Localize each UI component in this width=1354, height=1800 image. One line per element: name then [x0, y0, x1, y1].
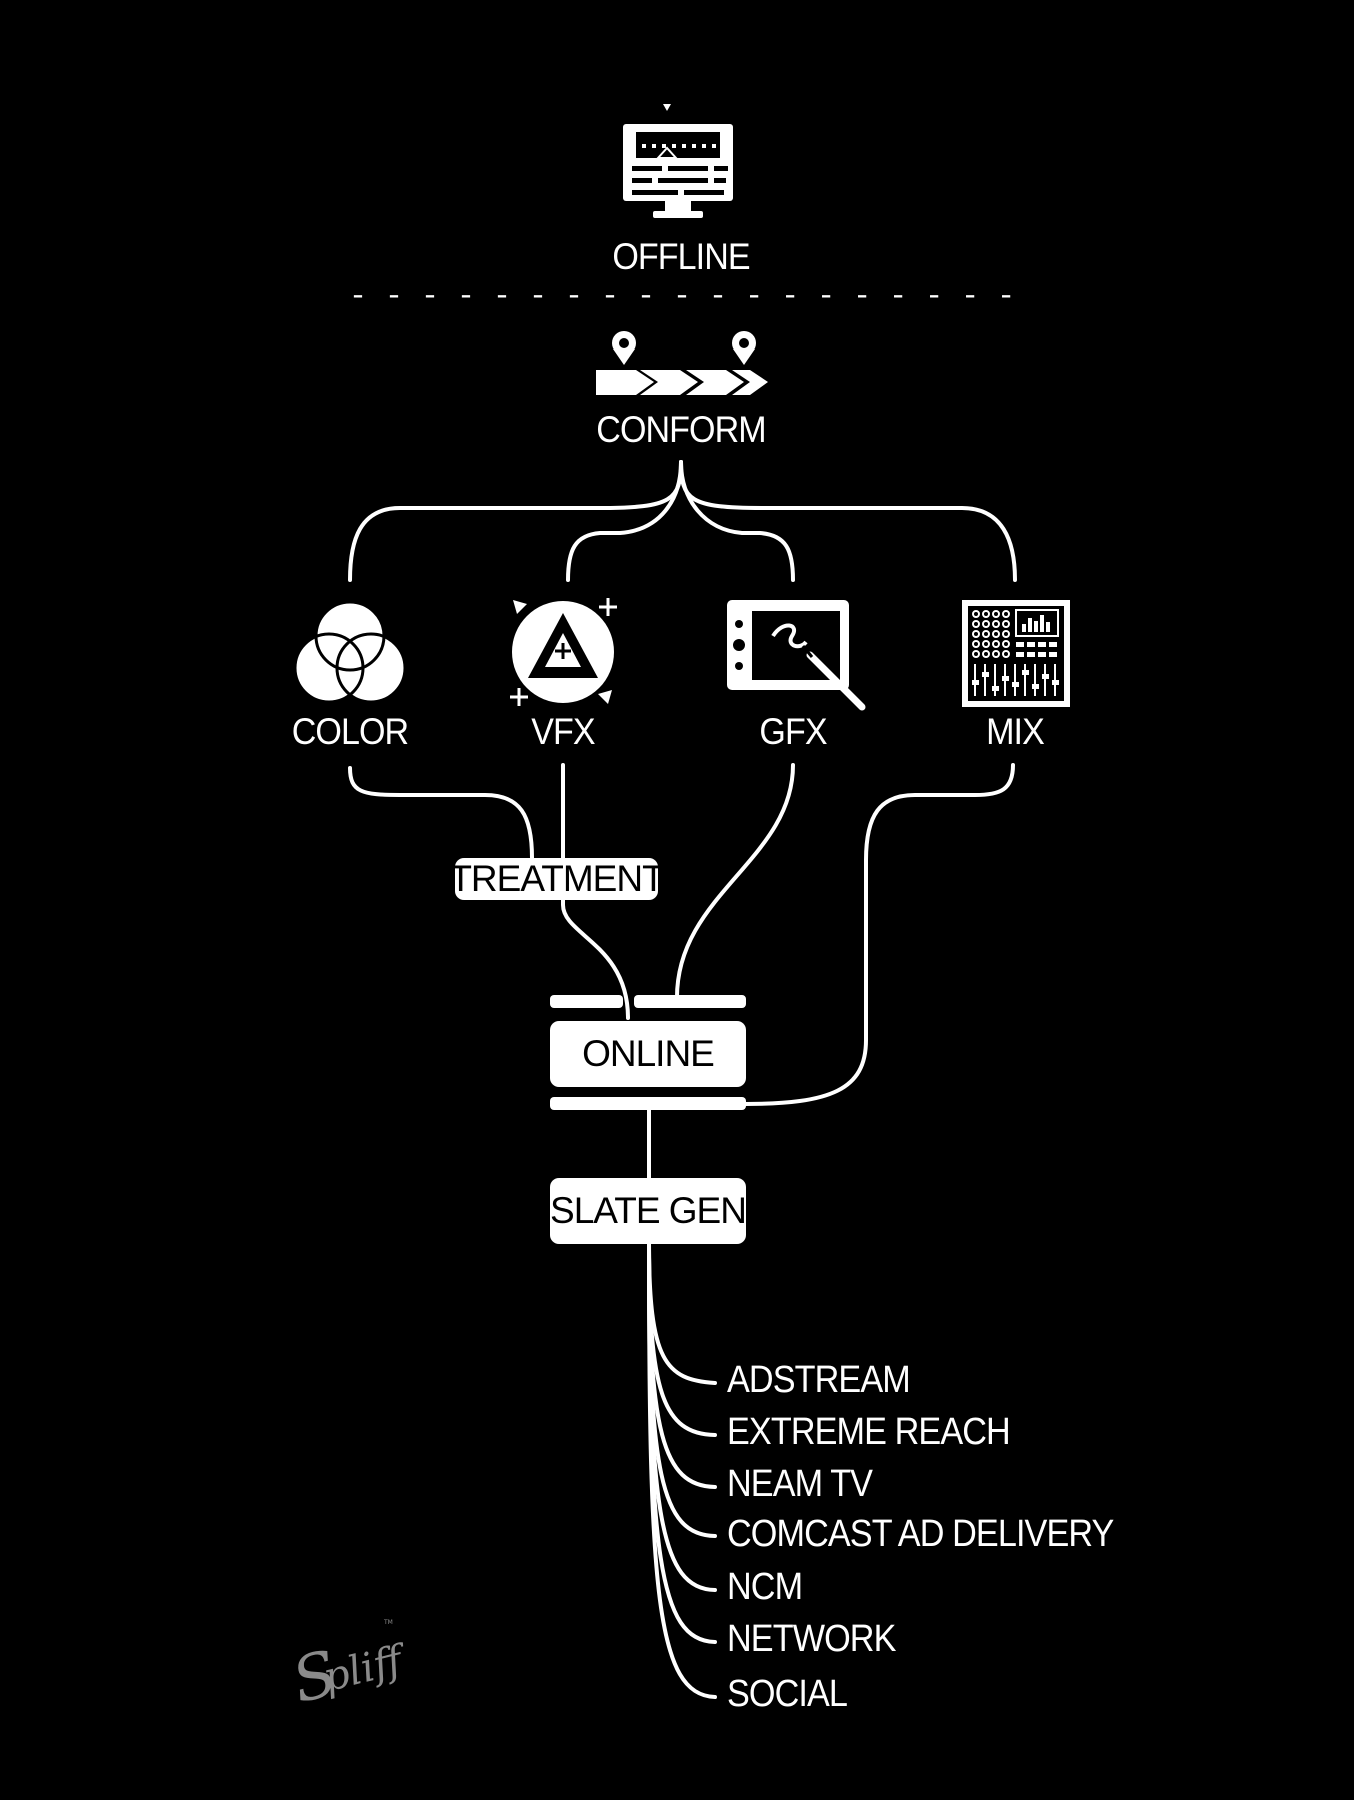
destination-network: NETWORK — [727, 1618, 896, 1660]
offline-label: OFFLINE — [612, 236, 750, 277]
gfx-to-online-line — [674, 763, 795, 1002]
vfx-triangle-icon — [510, 598, 617, 706]
treatment-node: TREATMENT — [449, 858, 665, 900]
vfx-to-online-line — [561, 763, 630, 1020]
gfx-label: GFX — [759, 711, 827, 752]
svg-text:TM: TM — [383, 1619, 393, 1626]
offline-divider: - - - - - - - - - - - - - - - - - - - - … — [349, 293, 1019, 301]
timeline-markers-icon — [596, 331, 768, 395]
mix-label: MIX — [986, 711, 1045, 752]
conform-label: CONFORM — [596, 409, 766, 450]
vfx-label: VFX — [531, 711, 595, 752]
slate-gen-node: SLATE GEN — [550, 1178, 747, 1244]
mixing-console-icon — [962, 600, 1070, 707]
color-to-treatment-line — [348, 766, 534, 860]
fan-social — [647, 1241, 717, 1699]
color-label: COLOR — [291, 711, 409, 752]
destination-ncm: NCM — [727, 1566, 803, 1608]
color-circles-icon — [293, 600, 407, 704]
mix-to-online-line — [743, 763, 1015, 1106]
spliff-logo: S pliff TM — [288, 1619, 406, 1717]
conform-to-mix-line — [679, 460, 1017, 582]
destination-comcast-ad-delivery: COMCAST AD DELIVERY — [727, 1513, 1114, 1555]
online-bottom-bar — [550, 1097, 746, 1110]
destination-neam-tv: NEAM TV — [727, 1463, 873, 1505]
svg-text:pliff: pliff — [319, 1636, 406, 1701]
conform-to-vfx-line — [566, 460, 683, 582]
drawing-tablet-icon — [727, 600, 866, 711]
conform-to-gfx-line — [679, 460, 795, 582]
conform-to-color-line — [348, 460, 683, 582]
fan-adstream — [647, 1241, 717, 1385]
online-top-bar-right — [634, 995, 746, 1008]
destination-social: SOCIAL — [727, 1673, 848, 1715]
monitor-timeline-icon — [623, 104, 733, 218]
online-top-bar-left — [550, 995, 623, 1008]
online-node: ONLINE — [550, 1021, 746, 1087]
connector-lines — [348, 460, 1017, 1699]
destination-extreme-reach: EXTREME REACH — [727, 1411, 1011, 1453]
destination-adstream: ADSTREAM — [727, 1359, 911, 1401]
